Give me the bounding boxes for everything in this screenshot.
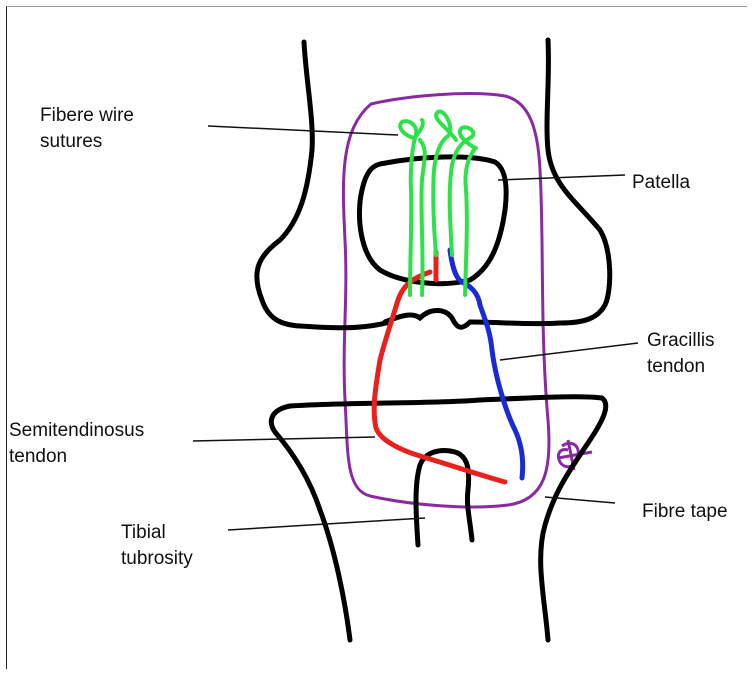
label-tibial-line1: Tibial [121,520,193,546]
tibia-plateau-outline [290,397,606,640]
semitendinosus-tendon [374,252,505,482]
label-semitendinosus-tendon: Semitendinosus tendon [9,418,144,470]
label-fibre-wire-line2: sutures [40,129,134,155]
label-semitendinosus-line1: Semitendinosus [9,418,144,444]
label-semitendinosus-line2: tendon [9,444,144,470]
leader-gracilis [500,343,638,360]
gracilis-tendon [450,250,523,478]
leader-patella [498,175,625,180]
label-fibre-wire-line1: Fibere wire [40,103,134,129]
label-patella: Patella [632,170,690,196]
label-gracilis-line1: Gracillis [647,328,715,354]
leader-fibre-wire [208,126,398,135]
label-fibre-tape: Fibre tape [642,499,728,525]
label-tibial-line2: tubrosity [121,546,193,572]
label-fibre-wire-sutures: Fibere wire sutures [40,103,134,155]
intercondylar-notch [385,311,470,328]
label-tibial-tubrosity: Tibial tubrosity [121,520,193,572]
femur-left-outline [257,42,390,328]
label-gracilis-tendon: Gracillis tendon [647,328,715,380]
label-gracilis-line2: tendon [647,354,715,380]
